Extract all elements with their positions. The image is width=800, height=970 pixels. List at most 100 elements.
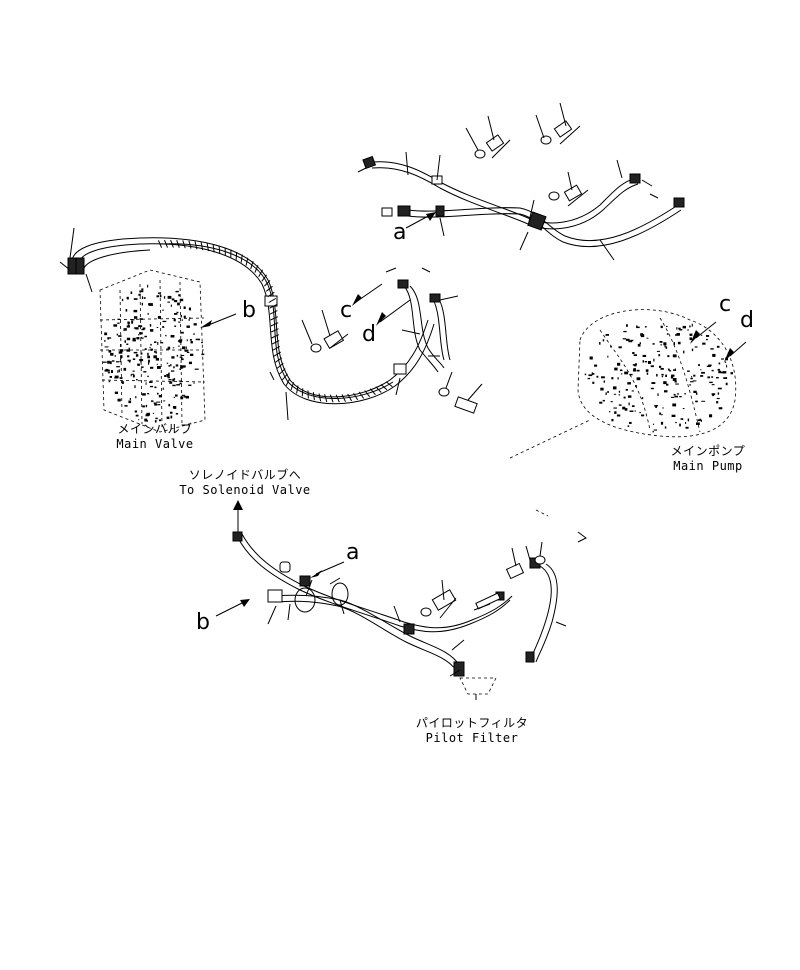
main-valve-label-jp: メインバルブ [117,422,193,436]
surface-speck [673,369,676,371]
callout-letter-d-pump: d [740,308,754,333]
surface-speck [123,328,125,332]
surface-speck [168,379,172,381]
surface-speck [700,334,703,336]
surface-speck [722,371,727,374]
surface-speck [180,314,182,318]
surface-speck [618,390,621,393]
surface-speck [167,301,170,303]
surface-speck [724,361,727,363]
surface-speck [717,387,722,390]
surface-speck [637,343,641,347]
spiral-guard-wrap [176,240,180,248]
spiral-guard-wrap [270,322,279,327]
surface-speck [692,380,697,382]
surface-speck [116,333,119,336]
surface-speck [626,324,628,327]
spiral-guard-wrap [254,265,259,273]
surface-speck [164,375,166,377]
surface-speck [631,405,635,407]
spiral-guard-wrap [164,239,168,248]
surface-speck [116,366,120,368]
surface-speck [623,396,626,399]
surface-speck [166,374,170,377]
surface-speck [193,323,197,326]
spiral-guard-wrap [269,310,278,315]
surface-speck [701,400,706,402]
surface-speck [697,419,701,422]
surface-speck [699,418,702,421]
surface-speck [600,387,604,391]
surface-speck [659,365,662,368]
surface-speck [104,346,109,348]
spiral-guard-wrap [276,362,284,369]
surface-speck [157,342,159,345]
callout-letter-c-pump: c [719,292,732,317]
surface-speck [711,369,714,372]
surface-speck [144,335,147,338]
spiral-guard-wrap [324,394,328,403]
surface-speck [695,392,698,395]
pilot-filter-label-en: Pilot Filter [425,731,519,745]
spiral-guard-wrap [240,254,243,263]
surface-speck [614,411,617,414]
callout-letter-a-top: a [393,220,407,245]
surface-speck [630,339,634,342]
surface-speck [119,360,122,363]
surface-speck [718,362,721,365]
surface-speck [178,345,180,347]
spiral-guard-wrap [206,243,209,252]
surface-speck [648,361,651,364]
surface-speck [120,355,123,359]
surface-speck [654,405,659,407]
spiral-guard-wrap [347,393,353,402]
surface-speck [157,292,161,294]
surface-speck [131,319,135,321]
surface-speck [618,346,622,349]
surface-speck [170,304,172,307]
surface-speck [617,377,619,380]
surface-speck [633,368,636,371]
surface-speck [150,348,153,351]
surface-speck [172,378,175,382]
surface-speck [172,406,177,409]
surface-speck [147,312,149,315]
center-pump-hose [301,267,483,414]
surface-speck [716,401,719,404]
surface-speck [126,297,128,299]
surface-speck [717,368,720,371]
surface-speck [667,368,670,371]
surface-speck [652,343,655,345]
surface-speck [150,366,154,369]
surface-speck [660,343,662,346]
surface-speck [672,354,677,358]
surface-speck [181,355,185,356]
callout-c-mid-arrow [352,283,383,306]
surface-speck [639,342,641,344]
surface-speck [138,325,143,328]
surface-speck [137,363,140,366]
surface-speck [104,332,108,336]
surface-speck [142,393,146,396]
surface-speck [679,423,681,427]
surface-speck [126,325,130,328]
spiral-guard-wrap [275,357,283,363]
surface-speck [145,404,148,408]
surface-speck [661,373,664,376]
surface-speck [632,364,636,366]
surface-speck [716,397,720,400]
spiral-guard-wrap [312,392,315,401]
surface-speck [634,364,637,367]
surface-speck [167,346,171,350]
surface-speck [636,377,641,381]
surface-speck [132,358,136,360]
spiral-guard-wrap [194,241,198,250]
surface-speck [673,393,676,396]
spiral-guard-wrap [380,384,388,391]
surface-speck [639,412,641,414]
surface-speck [584,373,587,376]
surface-speck [186,339,188,342]
surface-speck [147,393,150,395]
surface-speck [645,369,649,372]
spiral-guard-wrap [258,269,264,277]
